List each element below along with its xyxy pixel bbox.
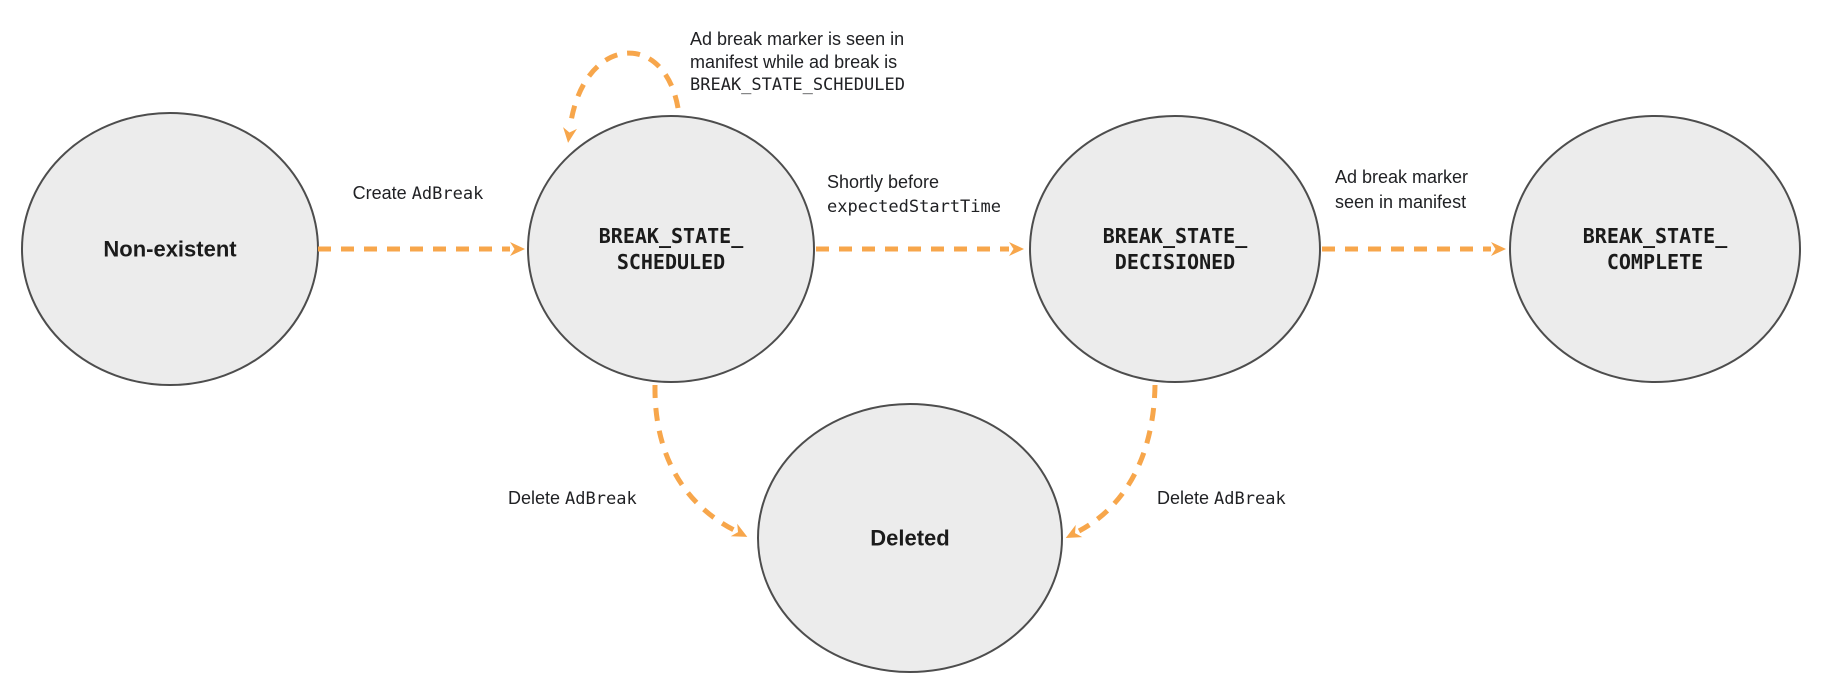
state-label-non-existent: Non-existent (103, 236, 237, 262)
transition-label-delete-adbreak-left: Delete AdBreak (508, 487, 637, 511)
transition-label-create-adbreak: Create AdBreak (353, 182, 484, 206)
state-label-break-state-decisioned: BREAK_STATE_ DECISIONED (1103, 223, 1248, 275)
transition-arrow-decisioned-to-deleted (1065, 384, 1158, 539)
state-node-break-state-scheduled (527, 115, 815, 383)
transition-label-self-loop: Ad break marker is seen in manifest whil… (690, 28, 905, 97)
state-label-line: SCHEDULED (616, 250, 726, 274)
state-node-break-state-decisioned (1029, 115, 1321, 383)
transition-label-text: Ad break marker (1335, 167, 1469, 187)
transition-label-code: AdBreak (565, 489, 637, 509)
transition-arrow-scheduled-to-deleted (652, 384, 748, 537)
transition-arrow-self-loop-scheduled (563, 50, 681, 143)
state-label-break-state-scheduled: BREAK_STATE_ SCHEDULED (599, 223, 744, 275)
transition-label-code: AdBreak (411, 184, 484, 204)
transition-label-code: BREAK_STATE_SCHEDULED (690, 75, 905, 95)
state-label-deleted: Deleted (870, 525, 950, 551)
state-label-line: BREAK_STATE_ (598, 224, 744, 248)
state-label-line: DECISIONED (1114, 250, 1236, 274)
transition-label-delete-adbreak-right: Delete AdBreak (1157, 487, 1286, 511)
transition-label-text: Create (352, 183, 412, 203)
state-label-line: COMPLETE (1606, 250, 1704, 274)
transition-label-text: Delete (508, 488, 566, 508)
state-label-line: BREAK_STATE_ (1582, 224, 1728, 248)
transition-label-code: AdBreak (1214, 489, 1286, 509)
transition-label-text: manifest while ad break is (690, 52, 898, 72)
transition-label-marker-seen: Ad break marker seen in manifest (1335, 165, 1468, 215)
transition-label-shortly-before: Shortly before expectedStartTime (827, 170, 1001, 220)
transition-label-text: Shortly before (827, 172, 940, 192)
state-node-deleted (757, 403, 1063, 673)
transition-label-text: Ad break marker is seen in (690, 29, 905, 49)
state-node-break-state-complete (1509, 115, 1801, 383)
transition-label-text: seen in manifest (1335, 192, 1467, 212)
state-label-line: BREAK_STATE_ (1102, 224, 1248, 248)
state-label-break-state-complete: BREAK_STATE_ COMPLETE (1583, 223, 1728, 275)
transition-label-text: Delete (1157, 488, 1215, 508)
transition-label-code: expectedStartTime (827, 197, 1001, 217)
